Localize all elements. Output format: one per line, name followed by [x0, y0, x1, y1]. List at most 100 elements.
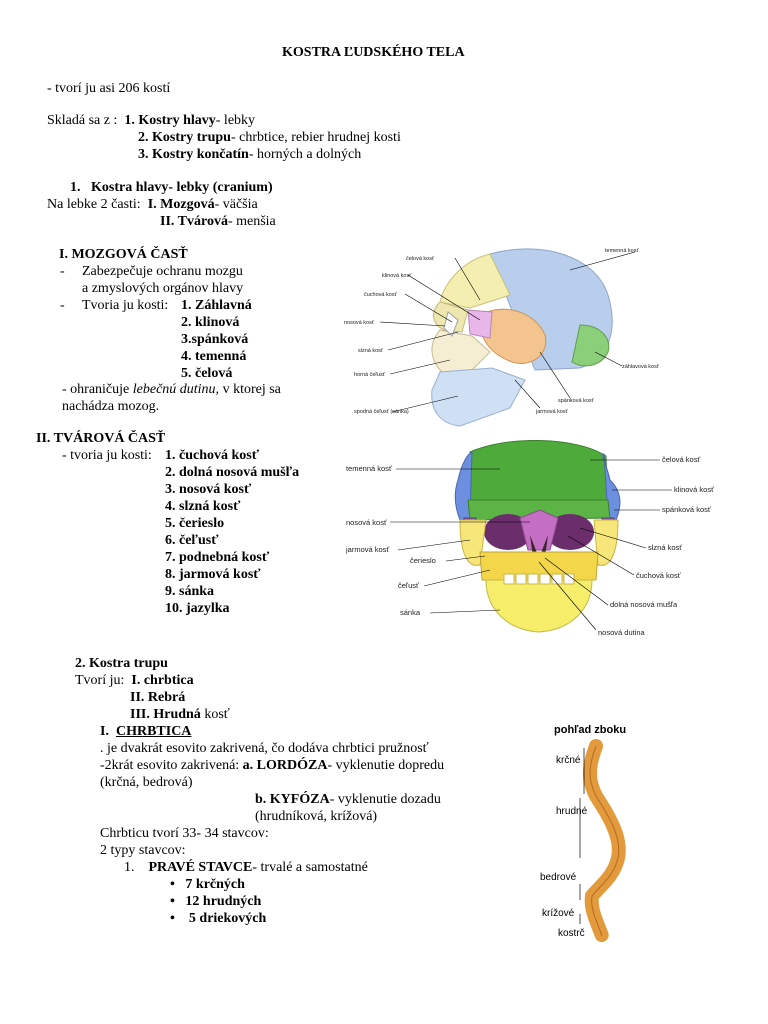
- parts-3-bold: Kostry končatín: [152, 147, 249, 162]
- facial-bone-4: 4. slzná kosť: [165, 499, 241, 514]
- skull-front-figure: temenná kosť čelová kosť klinová kosť sp…: [345, 440, 714, 637]
- head-split-2-bold: II. Tvárová: [160, 214, 228, 229]
- facial-prefix: - tvoria ju kosti:: [62, 448, 152, 463]
- cranial-bone-1: 1. Záhlavná: [181, 298, 252, 313]
- spine-heading: I. CHRBTICA: [100, 723, 191, 740]
- spine-figure-title: pohľad zboku: [554, 724, 626, 736]
- parts-prefix: Skladá sa z :: [47, 113, 118, 128]
- skull-side-figure: čelová kosť temenná kosť klinová kosť ču…: [344, 248, 660, 427]
- cranial-note-pre: - ohraničuje: [62, 382, 133, 397]
- parts-1-bold: Kostry hlavy: [138, 113, 216, 128]
- skull-side-label-3: klinová kosť: [382, 273, 412, 279]
- spine-illustration: [583, 739, 626, 943]
- skull-front-leader-lines: [390, 459, 672, 631]
- spine-line-6: Chrbticu tvorí 33- 34 stavcov:: [100, 826, 269, 841]
- facial-bone-2: 2. dolná nosová mušľa: [165, 465, 300, 480]
- trunk-item-2: II. Rebrá: [130, 690, 186, 705]
- skull-side-label-5: nosová kosť: [344, 320, 375, 326]
- spine-lordoza: a. LORDÓZA: [242, 758, 328, 773]
- facial-bone-7: 7. podnebná kosť: [165, 550, 270, 565]
- skull-side-label-8: spodná čeľusť (sánka): [354, 409, 409, 415]
- parts-item-3: 3. Kostry končatín- horných a dolných: [138, 146, 361, 163]
- skull-side-label-6: slzná kosť: [358, 348, 384, 354]
- facial-bone-9: 9. sánka: [165, 584, 215, 599]
- skull-front-label-1: temenná kosť: [346, 464, 392, 473]
- vertebra-bullet-3-text: 5 driekových: [188, 911, 267, 926]
- facial-bone-10: 10. jazylka: [165, 601, 230, 616]
- skull-side-label-10: spánková kosť: [558, 398, 595, 404]
- facial-heading: II. TVÁROVÁ ČASŤ: [36, 431, 166, 446]
- cranial-bone-3: 3.spánková: [181, 332, 249, 347]
- spine-line-2-post: - vyklenutie dopredu: [327, 758, 445, 773]
- trunk-item-3-bold: III. Hrudná: [130, 707, 201, 722]
- skull-side-leader-lines: [379, 251, 636, 413]
- head-split-2-rest: - menšia: [227, 214, 276, 229]
- spine-line-4-post: - vyklenutie dozadu: [329, 792, 441, 807]
- parts-3-num: 3.: [138, 147, 149, 162]
- parts-2-num: 2.: [138, 130, 149, 145]
- bullet-icon: •: [170, 911, 175, 926]
- skull-side-label-7: horná čeľusť: [354, 372, 386, 378]
- facial-bone-1: 1. čuchová kosť: [165, 448, 260, 463]
- cranial-note: - ohraničuje lebečnú dutinu, v ktorej sa: [62, 381, 281, 398]
- skull-front-label-10: čeľusť: [398, 581, 419, 590]
- facial-bone-3: 3. nosová kosť: [165, 482, 252, 497]
- head-heading-num: 1.: [70, 180, 81, 195]
- parts-2-bold: Kostry trupu: [152, 130, 231, 145]
- cranial-bullet-1-line1: Zabezpečuje ochranu mozgu: [82, 264, 243, 279]
- cranial-bone-5: 5. čelová: [181, 366, 233, 381]
- spine-line-8: 1. PRAVÉ STAVCE- trvalé a samostatné: [124, 859, 368, 876]
- skull-front-label-8: čerieslo: [410, 556, 436, 565]
- skull-front-label-13: nosová dutina: [598, 628, 646, 637]
- spine-line-8-post: - trvalé a samostatné: [252, 860, 368, 875]
- skull-front-label-4: spánková kosť: [662, 505, 711, 514]
- vertebra-bullet-2-text: 12 hrudných: [185, 894, 262, 909]
- parts-3-rest: - horných a dolných: [248, 147, 362, 162]
- skull-front-label-5: nosová kosť: [346, 518, 387, 527]
- parts-1-num: 1.: [124, 113, 135, 128]
- spine-label-2: hrudné: [556, 806, 588, 817]
- skull-side-label-4: čuchová kosť: [364, 292, 398, 298]
- spine-kyfoza: b. KYFÓZA: [255, 792, 330, 807]
- cranial-bullet-2-dash: -: [60, 298, 65, 313]
- cranial-note-italic: lebečnú dutinu,: [132, 382, 220, 397]
- cranial-bone-2: 2. klinová: [181, 315, 240, 330]
- skull-front-label-2: čelová kosť: [662, 455, 700, 464]
- bullet-icon: •: [170, 877, 175, 892]
- trunk-heading: 2. Kostra trupu: [75, 656, 168, 671]
- trunk-prefix: Tvorí ju:: [75, 673, 125, 688]
- spine-line-2-pre: -2krát esovito zakrivená:: [100, 758, 243, 773]
- skull-front-label-12: sánka: [400, 608, 421, 617]
- vertebra-bullet-3: • 5 driekových: [170, 910, 266, 927]
- facial-bone-6: 6. čeľusť: [165, 533, 219, 548]
- parts-item-1: Skladá sa z : 1. Kostry hlavy- lebky: [47, 112, 255, 129]
- skull-side-label-11: záhlavová kosť: [622, 364, 660, 370]
- skull-side-label-9: jarmová kosť: [535, 409, 569, 415]
- skull-side-label-1: čelová kosť: [406, 256, 435, 262]
- trunk-item-1: I. chrbtica: [131, 673, 194, 688]
- vertebra-bullet-2: • 12 hrudných: [170, 893, 261, 910]
- head-heading-text: Kostra hlavy- lebky (cranium): [91, 180, 273, 195]
- trunk-item-3: III. Hrudná kosť: [130, 706, 230, 723]
- cranial-bullet-2-prefix: Tvoria ju kosti:: [82, 298, 169, 313]
- trunk-item-3-rest: kosť: [200, 707, 230, 722]
- head-split-1-rest: - väčšia: [214, 197, 258, 212]
- cranial-bullet-1-dash: -: [60, 264, 65, 279]
- bullet-icon: •: [170, 894, 175, 909]
- cranial-bone-4: 4. temenná: [181, 349, 247, 364]
- spine-label-5: kostrč: [558, 928, 585, 939]
- cranial-note-line2: nachádza mozog.: [62, 399, 160, 414]
- spine-label-1: krčné: [556, 755, 581, 766]
- spine-label-4: krížové: [542, 908, 575, 919]
- spine-line-7: 2 typy stavcov:: [100, 843, 186, 858]
- parts-2-rest: - chrbtice, rebier hrudnej kosti: [230, 130, 401, 145]
- spine-line-4: b. KYFÓZA- vyklenutie dozadu: [255, 791, 441, 808]
- facial-bone-5: 5. čerieslo: [165, 516, 225, 531]
- skull-front-illustration: [454, 440, 621, 633]
- skull-front-label-11: dolná nosová mušľa: [610, 600, 678, 609]
- cranial-note-post: v ktorej sa: [219, 382, 281, 397]
- vertebra-bullet-1-text: 7 krčných: [185, 877, 245, 892]
- parts-item-2: 2. Kostry trupu- chrbtice, rebier hrudne…: [138, 129, 401, 146]
- facial-bone-8: 8. jarmová kosť: [165, 567, 261, 582]
- skull-front-label-7: jarmová kosť: [345, 545, 389, 554]
